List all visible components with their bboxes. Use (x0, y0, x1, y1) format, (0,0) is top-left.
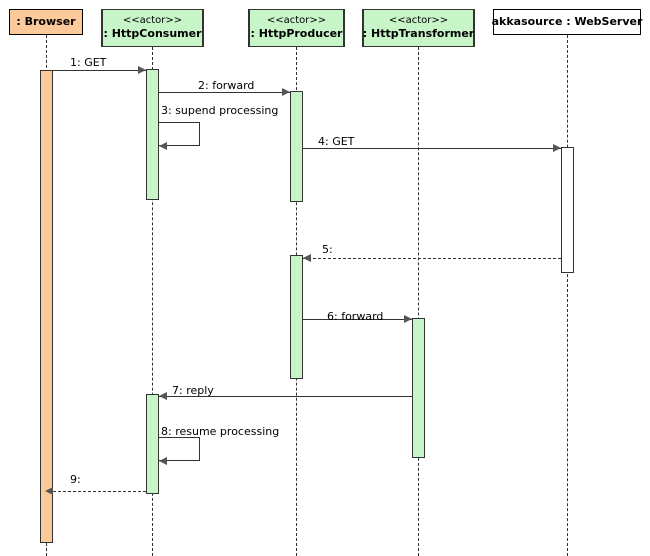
activation-browser[interactable] (40, 70, 53, 543)
participant-name-producer: : HttpProducer (250, 26, 343, 40)
participant-name-consumer: : HttpConsumer (103, 26, 202, 40)
message-label-8: 8: resume processing (161, 425, 280, 438)
message-line-9[interactable] (53, 491, 146, 492)
participant-header-browser[interactable]: : Browser (9, 9, 83, 35)
message-selfloop-8[interactable] (159, 437, 200, 461)
participant-header-consumer[interactable]: <<actor>> : HttpConsumer (101, 9, 204, 47)
message-line-1[interactable] (46, 70, 146, 71)
message-label-6: 6: forward (327, 310, 384, 323)
message-label-2: 2: forward (198, 79, 255, 92)
message-label-1: 1: GET (70, 56, 107, 69)
lifeline-webserver (567, 35, 568, 556)
activation-producer-1[interactable] (290, 91, 303, 202)
message-label-4: 4: GET (318, 135, 355, 148)
message-arrowhead-9 (45, 487, 53, 495)
activation-webserver-1[interactable] (561, 147, 574, 273)
participant-name-browser: : Browser (16, 14, 76, 28)
message-arrowhead-5 (303, 254, 311, 262)
participant-stereotype-transformer: <<actor>> (388, 15, 449, 27)
message-line-7[interactable] (159, 396, 412, 397)
message-arrowhead-8 (159, 457, 167, 465)
activation-consumer-2[interactable] (146, 394, 159, 494)
message-line-2[interactable] (159, 92, 290, 93)
participant-header-transformer[interactable]: <<actor>> : HttpTransformer (362, 9, 475, 47)
participant-name-webserver: akkasource : WebServer (491, 14, 643, 28)
participant-stereotype-producer: <<actor>> (266, 15, 327, 27)
lifeline-consumer (152, 47, 153, 556)
participant-name-transformer: : HttpTransformer (362, 26, 475, 40)
message-line-5[interactable] (303, 258, 561, 259)
message-arrowhead-6 (404, 315, 412, 323)
activation-consumer-1[interactable] (146, 69, 159, 200)
message-arrowhead-2 (282, 88, 290, 96)
message-arrowhead-7 (159, 392, 167, 400)
message-label-9: 9: (70, 473, 81, 486)
participant-header-webserver[interactable]: akkasource : WebServer (491, 9, 643, 35)
message-label-3: 3: supend processing (161, 104, 279, 117)
message-line-6[interactable] (303, 319, 412, 320)
message-line-4[interactable] (303, 148, 561, 149)
message-label-7: 7: reply (172, 384, 214, 397)
participant-header-producer[interactable]: <<actor>> : HttpProducer (248, 9, 345, 47)
activation-transformer-1[interactable] (412, 318, 425, 458)
activation-producer-2[interactable] (290, 255, 303, 379)
message-arrowhead-1 (138, 66, 146, 74)
message-arrowhead-3 (159, 142, 167, 150)
message-selfloop-3[interactable] (159, 122, 200, 146)
lifeline-transformer (418, 47, 419, 556)
participant-stereotype-consumer: <<actor>> (122, 15, 183, 27)
message-arrowhead-4 (553, 144, 561, 152)
message-label-5: 5: (322, 243, 333, 256)
